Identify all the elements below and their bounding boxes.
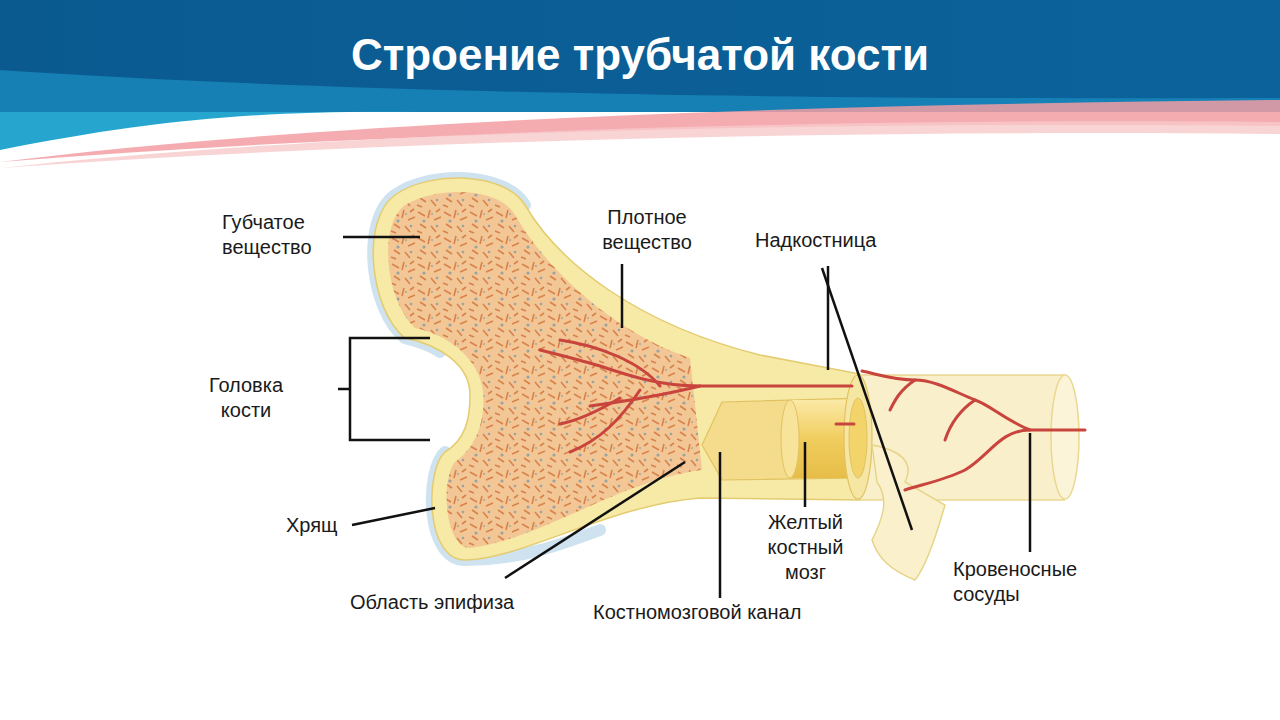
medullary-canal [702, 398, 860, 480]
periosteum-flap [872, 445, 945, 580]
part-label: Желтый костный мозг [758, 510, 853, 585]
yellow-marrow [781, 400, 799, 478]
bone-cut-face [844, 375, 872, 499]
part-label: Хрящ [286, 513, 338, 538]
part-label: Костномозговой канал [593, 600, 801, 625]
header-band [0, 0, 1280, 112]
part-label: Головка кости [190, 373, 302, 423]
blood-vessels [540, 340, 1085, 490]
part-label: Губчатое вещество [222, 210, 342, 260]
part-label: Кровеносные сосуды [953, 557, 1123, 607]
part-label: Надкостница [755, 228, 876, 253]
slide-title: Строение трубчатой кости [0, 30, 1280, 80]
part-label: Область эпифиза [350, 590, 514, 615]
shaft-end [1051, 375, 1079, 499]
part-label: Плотное вещество [582, 205, 712, 255]
yellow-marrow [849, 398, 867, 478]
leader-lines [338, 237, 1030, 598]
header-stripe [0, 121, 1280, 168]
